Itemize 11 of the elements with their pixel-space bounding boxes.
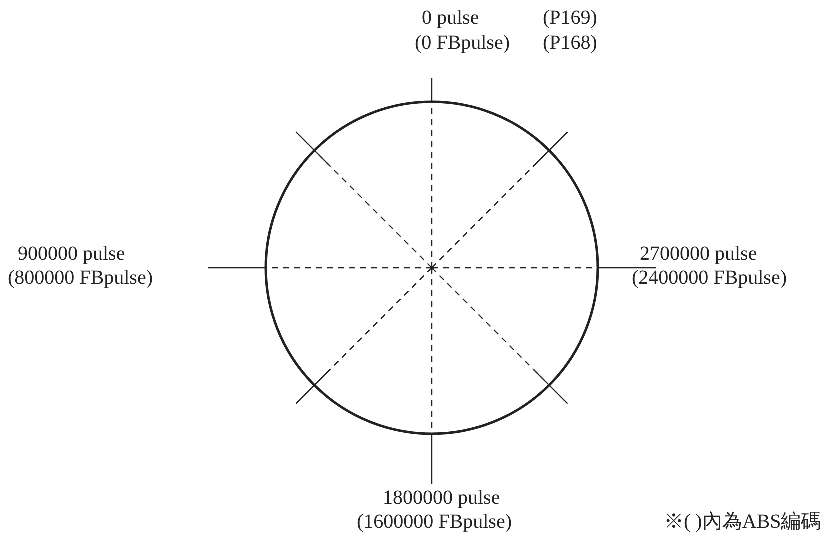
position-label: 1800000 pulse bbox=[383, 486, 500, 510]
position-label: (0 FBpulse) bbox=[415, 31, 510, 55]
parameter-label: (P168) bbox=[543, 31, 598, 55]
position-label: (800000 FBpulse) bbox=[8, 266, 153, 290]
position-label: 900000 pulse bbox=[18, 242, 126, 266]
position-label: (2400000 FBpulse) bbox=[632, 266, 787, 290]
parameter-label: (P169) bbox=[543, 6, 598, 30]
note: ※( )內為ABS編碼 bbox=[664, 510, 822, 533]
position-label: 0 pulse bbox=[422, 6, 480, 30]
position-label: (1600000 FBpulse) bbox=[357, 510, 512, 533]
position-label: 2700000 pulse bbox=[640, 242, 758, 266]
